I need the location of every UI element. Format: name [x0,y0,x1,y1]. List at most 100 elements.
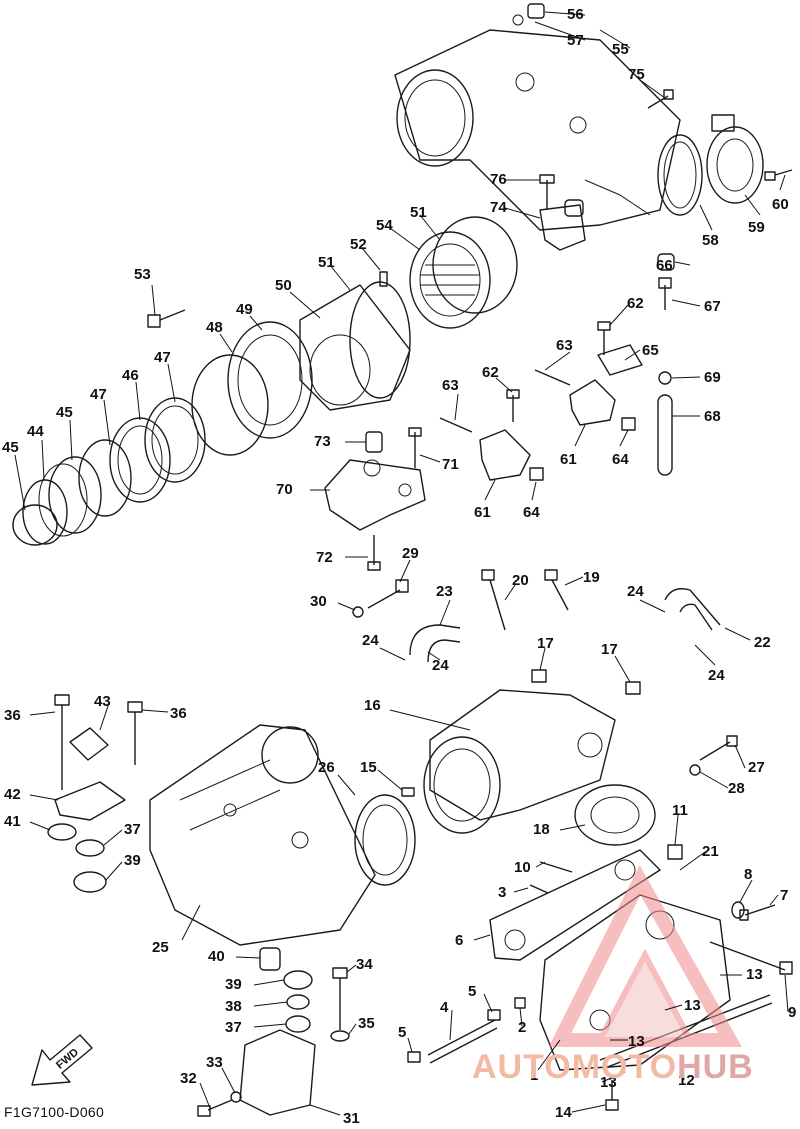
leader-line [614,655,631,683]
callout-13-d: 13 [600,1074,617,1091]
nut-5-lower [407,1051,421,1063]
nut-64-left [529,467,544,481]
watermark-logo [548,865,742,1047]
callout-2: 2 [518,1019,527,1036]
washer-30 [352,606,364,618]
callout-62-left: 62 [482,364,499,381]
leader-line [105,861,123,881]
callout-47-upper: 47 [154,349,171,366]
bolt-32 [197,1099,233,1117]
leader-line [744,194,761,216]
ring-45-end [12,504,58,546]
leader-line [699,204,713,231]
callout-24-right: 24 [708,667,725,684]
callout-64-left: 64 [523,504,540,521]
callout-9: 9 [788,1004,797,1021]
bolt-62-right [597,321,611,355]
leader-line [483,993,493,1013]
pin-3 [529,884,549,894]
callout-10: 10 [514,859,531,876]
hose-47 [144,397,206,483]
leader-line [167,363,176,403]
leader-line [337,774,356,796]
leader-line [534,21,586,41]
fitting-17-right [625,681,641,695]
leader-line [619,429,629,447]
callout-36-left: 36 [4,707,21,724]
leader-line [135,381,141,421]
callout-45-upper: 45 [56,404,73,421]
leader-line [454,393,459,421]
leader-line [29,711,56,716]
callout-61-right: 61 [560,451,577,468]
housing-25 [149,724,376,946]
callout-7: 7 [780,887,789,904]
watermark-part-1: AUTOMOTO [472,1048,678,1086]
callout-3: 3 [498,884,507,901]
fitting-56 [512,3,545,26]
bolt-34 [332,967,348,1030]
nut-64-right [621,417,636,431]
leader-line [495,377,513,393]
leader-line [41,439,45,481]
callout-1: 1 [530,1067,539,1084]
leader-line [329,264,351,291]
washer-38 [286,994,310,1010]
bolt-14 [605,1080,619,1111]
bolt-10 [539,861,573,873]
leader-line [337,602,356,611]
callout-74: 74 [490,199,507,216]
bolt-27 [699,735,738,761]
leader-line [103,829,123,846]
fitting-17-left [531,669,547,683]
leader-line [219,333,233,353]
gasket-6 [489,849,661,961]
leader-line [574,424,586,447]
leader-line [69,419,73,461]
callout-26: 26 [318,759,335,776]
callout-5-lower: 5 [398,1024,407,1041]
collar-58 [657,134,703,216]
callout-25: 25 [152,939,169,956]
bolt-9 [709,941,793,975]
watermark-part-2: HUB [677,1048,754,1086]
nut-5-upper [487,1009,501,1021]
tube-68 [657,394,673,476]
callout-37-lower: 37 [225,1019,242,1036]
leader-line [609,304,629,326]
leader-line [484,479,496,501]
leader-line [253,1023,287,1028]
leader-line [221,1067,236,1094]
callout-69: 69 [704,369,721,386]
gasket-18 [574,784,656,846]
callout-50: 50 [275,277,292,294]
leader-line [253,1001,288,1007]
washer-33 [230,1091,242,1103]
callout-63-left: 63 [442,377,459,394]
callout-32: 32 [180,1070,197,1087]
housing-16 [423,689,616,834]
washer-37-left [75,839,105,857]
fwd-arrow-icon [31,1034,93,1086]
leader-line [181,904,201,941]
callout-56: 56 [567,6,584,23]
callout-17-left: 17 [537,635,554,652]
callout-35: 35 [358,1015,375,1032]
hose-22 [664,588,721,631]
callout-52: 52 [350,236,367,253]
callout-17-right: 17 [601,641,618,658]
leader-line [601,1071,626,1083]
leader-line [377,769,403,791]
clip-28 [689,764,701,776]
callout-57: 57 [567,32,584,49]
callout-58: 58 [702,232,719,249]
leader-line [599,29,631,49]
leader-line [671,376,701,379]
callout-11: 11 [672,802,688,819]
clip-69 [658,371,672,385]
leader-line [513,887,529,893]
callout-36-right: 36 [170,705,187,722]
leader-line [473,934,491,941]
bolt-53 [147,309,186,328]
